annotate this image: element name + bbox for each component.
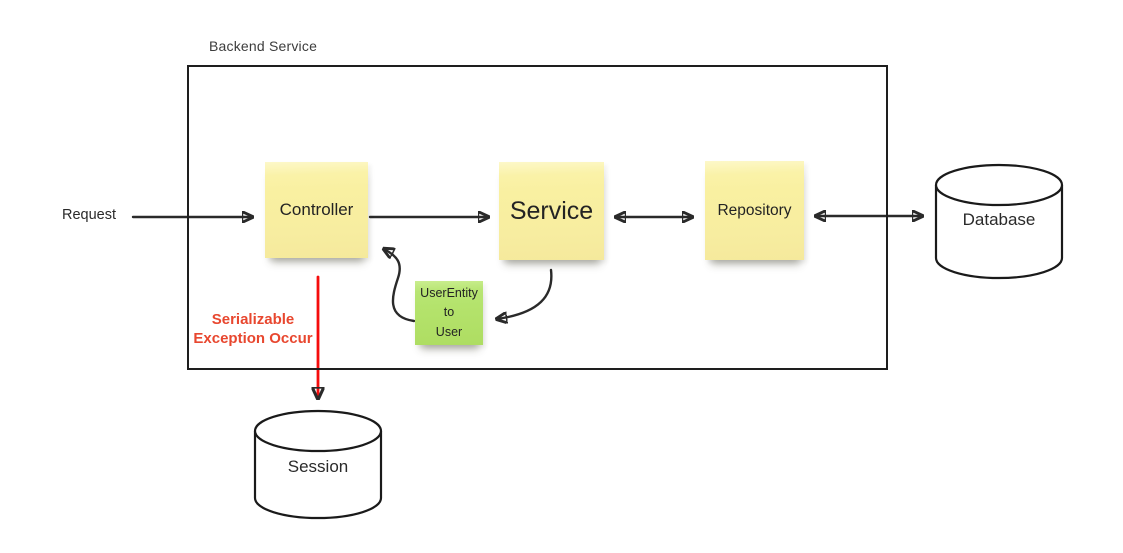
exception-annotation-line-1: Serializable [211,311,295,328]
backend-service-title: Backend Service [209,38,318,54]
controller-node: Controller [265,162,368,258]
controller-label: Controller [279,200,354,219]
request-label: Request [62,207,117,223]
backend-service-box [187,65,888,370]
database-cylinder-shape [934,163,1064,280]
database-label: Database [962,210,1036,229]
session-cylinder-shape [253,409,383,520]
mapping-note-node: UserEntity to User [415,281,483,345]
repository-label: Repository [717,201,792,219]
session-label: Session [287,457,349,476]
service-label: Service [509,196,594,225]
exception-annotation-line-2: Exception Occur [193,329,313,347]
mapping-note-line-2: to [443,305,455,320]
mapping-note-line-3: User [435,324,463,339]
session-node: Session [253,409,383,520]
service-node: Service [499,162,604,260]
database-node: Database [934,163,1064,280]
exception-annotation: Serializable Exception Occur [168,311,338,349]
mapping-note-line-1: UserEntity [420,285,478,300]
repository-node: Repository [705,161,804,260]
